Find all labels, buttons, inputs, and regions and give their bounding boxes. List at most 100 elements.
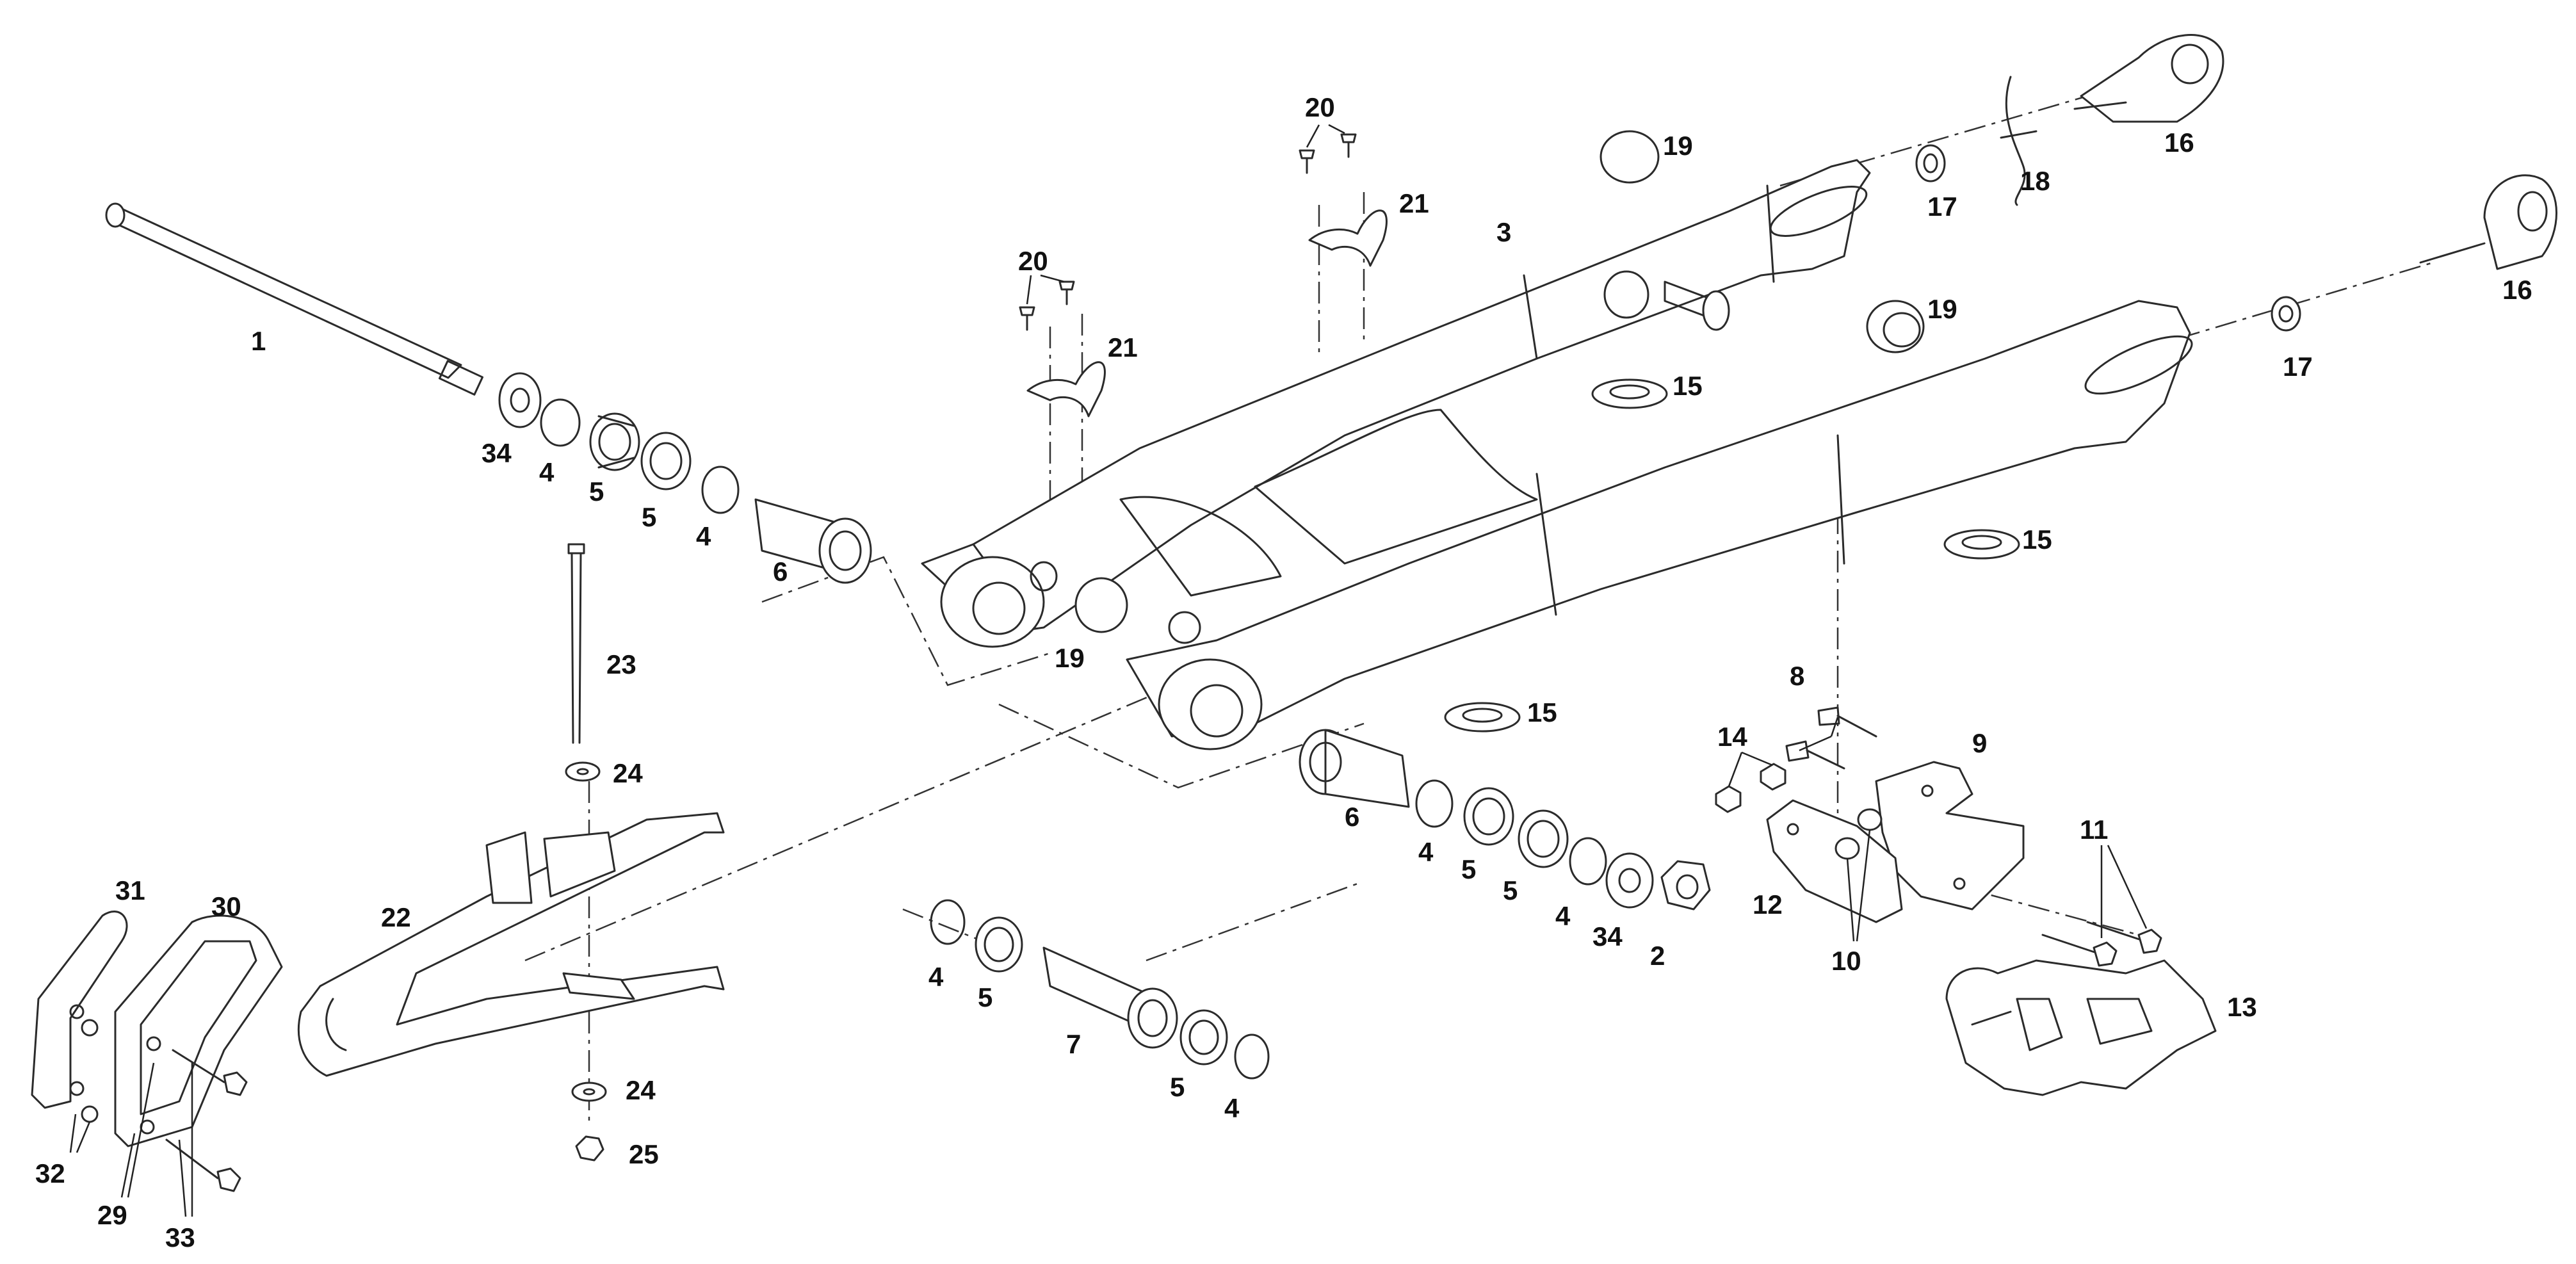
bolt-11-b xyxy=(2086,921,2162,954)
linkage-sleeve-7 xyxy=(1042,946,1178,1049)
needle-bearing-5-right-b xyxy=(1518,809,1569,868)
circlip-4-left-a xyxy=(540,398,581,447)
adjuster-nut-17-bottom xyxy=(2271,296,2301,332)
callout-5b: 5 xyxy=(642,502,656,532)
plug-19-top xyxy=(1600,130,1660,184)
callout-24a: 24 xyxy=(613,758,643,788)
callout-16b: 16 xyxy=(2502,275,2532,305)
grommet-15-b xyxy=(1943,529,2020,560)
washer-10-a xyxy=(1835,837,1860,860)
callout-17a: 17 xyxy=(1927,191,1957,222)
callout-1: 1 xyxy=(251,326,266,356)
circlip-4-right-a xyxy=(1415,779,1454,828)
callout-4d: 4 xyxy=(1555,901,1571,931)
nut-25 xyxy=(575,1135,604,1162)
callout-14: 14 xyxy=(1717,722,1747,752)
callout-2: 2 xyxy=(1650,941,1665,971)
screw-20-b xyxy=(1058,280,1075,305)
callout-8: 8 xyxy=(1790,661,1804,691)
washer-24-top xyxy=(565,761,601,782)
screw-20-d xyxy=(1340,133,1357,158)
callout-20b: 20 xyxy=(1305,92,1335,122)
callout-4b: 4 xyxy=(696,521,711,551)
callout-23: 23 xyxy=(606,649,636,679)
callout-11: 11 xyxy=(2080,814,2108,845)
callout-13: 13 xyxy=(2227,992,2257,1022)
callout-4f: 4 xyxy=(1224,1093,1240,1123)
callout-9: 9 xyxy=(1972,728,1987,758)
needle-bearing-5-left-a xyxy=(589,412,640,471)
callout-15b: 15 xyxy=(2022,524,2052,555)
spring-clip-18 xyxy=(2000,76,2037,206)
callout-18: 18 xyxy=(2020,166,2050,196)
brake-hose-clamp-21-right xyxy=(1308,209,1388,267)
spacer-6-left xyxy=(754,498,872,584)
callout-16a: 16 xyxy=(2164,127,2194,158)
callout-32: 32 xyxy=(35,1158,65,1188)
spacer-32 xyxy=(81,1019,99,1123)
washer-10-b xyxy=(1857,808,1883,831)
callout-5f: 5 xyxy=(1170,1072,1185,1102)
chain-guide-plate-31 xyxy=(31,911,128,1109)
callout-15c: 15 xyxy=(1527,697,1557,727)
callout-29: 29 xyxy=(97,1200,127,1230)
bracket-plate-12 xyxy=(1766,799,1903,923)
callout-5e: 5 xyxy=(978,982,992,1012)
brake-hose-clamp-21-left xyxy=(1026,361,1106,417)
washer-24-bottom xyxy=(571,1082,607,1102)
callout-4a: 4 xyxy=(539,457,555,487)
callout-6b: 6 xyxy=(1345,802,1359,832)
swingarm xyxy=(921,159,2193,750)
swingarm-pivot-axle xyxy=(105,202,484,396)
grommet-15-c xyxy=(1444,702,1521,733)
callout-30: 30 xyxy=(211,891,241,921)
needle-bearing-5-right-a xyxy=(1463,787,1514,846)
chain-adjuster-16-bottom xyxy=(2419,174,2557,270)
chain-guide-30 xyxy=(114,914,283,1147)
bolt-8-b xyxy=(1785,740,1845,770)
plug-19-pivot xyxy=(1074,577,1128,633)
callout-19b: 19 xyxy=(1927,294,1957,324)
callout-5d: 5 xyxy=(1503,875,1518,905)
callout-17b: 17 xyxy=(2283,352,2313,382)
grommet-15-a xyxy=(1591,378,1668,409)
callout-19c: 19 xyxy=(1055,643,1085,673)
spacer-6-right xyxy=(1299,729,1410,808)
bolt-11-a xyxy=(2041,934,2118,967)
callout-12: 12 xyxy=(1753,889,1783,920)
callout-24b: 24 xyxy=(626,1075,656,1105)
caliper-guard-13 xyxy=(1945,959,2217,1096)
callout-21b: 21 xyxy=(1399,188,1429,218)
chain-adjuster-16-top xyxy=(2073,34,2224,123)
callout-10: 10 xyxy=(1831,946,1861,976)
callout-7: 7 xyxy=(1066,1029,1081,1059)
callout-5c: 5 xyxy=(1461,854,1476,884)
circlip-4-link-b xyxy=(1234,1033,1270,1080)
callout-3: 3 xyxy=(1496,217,1511,247)
screw-20-a xyxy=(1019,306,1035,331)
callout-34b: 34 xyxy=(1592,921,1623,952)
callout-6a: 6 xyxy=(773,556,788,587)
callout-34a: 34 xyxy=(482,438,512,468)
callout-19a: 19 xyxy=(1663,131,1693,161)
callout-4c: 4 xyxy=(1418,837,1434,867)
bolt-8-a xyxy=(1817,706,1877,738)
nut-14-a xyxy=(1715,785,1742,813)
callout-22: 22 xyxy=(381,902,411,932)
axle-nut-2 xyxy=(1660,860,1711,911)
callout-25: 25 xyxy=(629,1139,659,1169)
leader-lines xyxy=(69,124,2148,1217)
bolt-23 xyxy=(567,543,585,744)
circlip-4-right-b xyxy=(1569,837,1607,886)
chain-guide-bolt-33-a xyxy=(172,1049,248,1096)
adjuster-nut-17-top xyxy=(1915,144,1946,182)
washer-34-left xyxy=(498,372,542,428)
needle-bearing-5-link-a xyxy=(975,916,1023,973)
screw-20-c xyxy=(1299,149,1315,174)
chain-slider-22 xyxy=(297,812,725,1077)
callout-33: 33 xyxy=(165,1222,195,1252)
callout-4e: 4 xyxy=(928,962,944,992)
callout-21a: 21 xyxy=(1108,332,1138,362)
callout-31: 31 xyxy=(115,875,145,905)
